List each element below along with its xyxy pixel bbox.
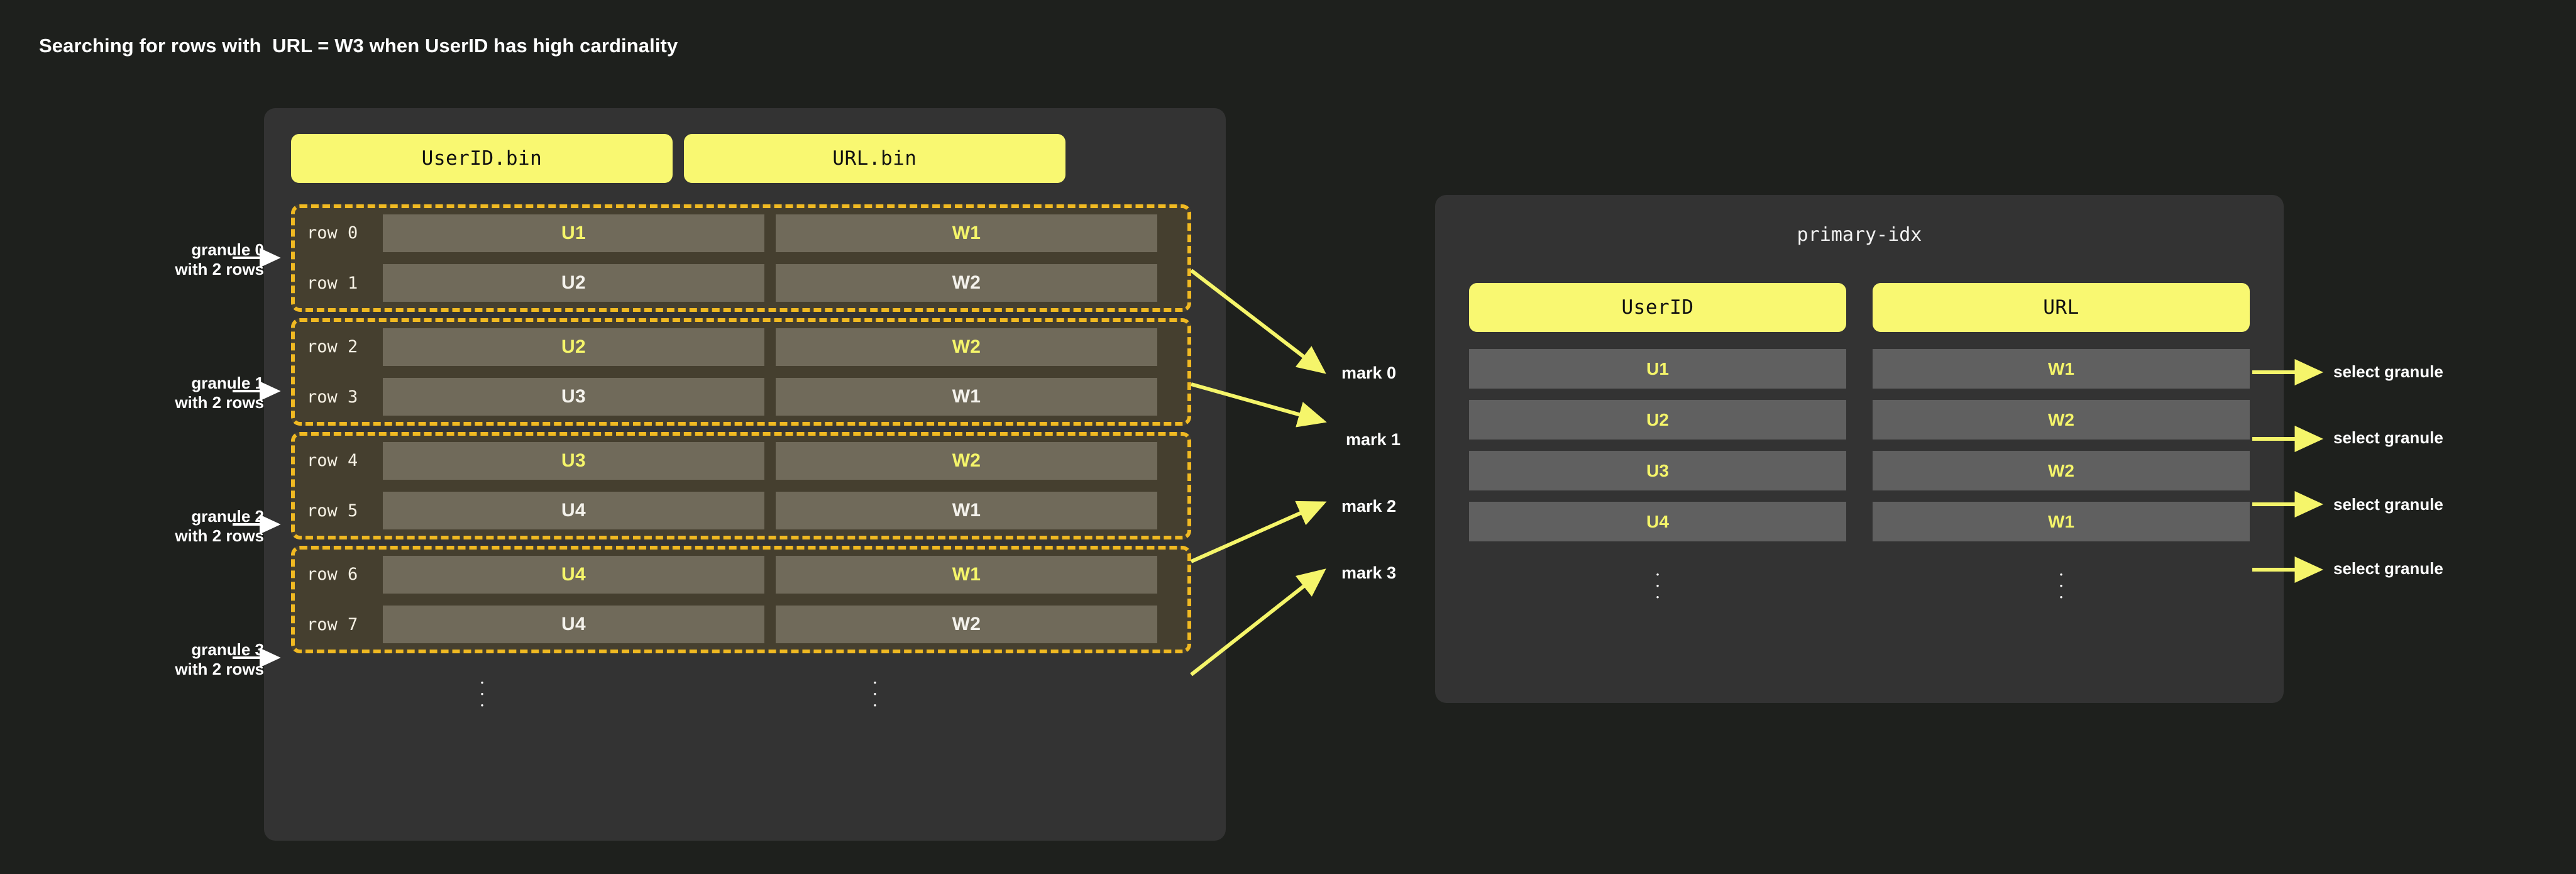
cell-url: W2 <box>776 264 1157 302</box>
mark-label-1: mark 1 <box>1346 430 1401 449</box>
granule-note-title: granule 1 <box>191 373 264 392</box>
userid-column-ellipsis: ••• <box>480 678 484 710</box>
idx-column-header-userid: UserID <box>1469 283 1846 332</box>
idx-userid-ellipsis: ••• <box>1656 570 1660 602</box>
cell-url: W2 <box>776 441 1157 480</box>
granule-note-0: granule 0 with 2 rows <box>88 240 264 279</box>
idx-row-0[interactable]: U1 W1 <box>1469 349 2250 389</box>
url-column-ellipsis: ••• <box>873 678 877 710</box>
cell-url: W2 <box>776 606 1157 644</box>
idx-url-ellipsis: ••• <box>2059 570 2063 602</box>
granule-box-0[interactable]: row 0 U1 W1 row 1 U2 W2 <box>291 204 1191 312</box>
idx-cell-url: W2 <box>1873 451 2250 490</box>
row-label: row 2 <box>307 337 358 357</box>
idx-row-2[interactable]: U3 W2 <box>1469 451 2250 490</box>
row-label: row 6 <box>307 565 358 585</box>
select-granule-label-3: select granule <box>2333 559 2443 578</box>
idx-cell-userid: U3 <box>1469 451 1846 490</box>
granule-note-sub: with 2 rows <box>175 526 264 545</box>
select-granule-label-2: select granule <box>2333 495 2443 514</box>
row-label: row 5 <box>307 501 358 521</box>
mark-label-3: mark 3 <box>1341 563 1397 582</box>
granule-note-sub: with 2 rows <box>175 660 264 678</box>
granule-box-2[interactable]: row 4 U3 W2 row 5 U4 W1 <box>291 432 1191 539</box>
idx-cell-userid: U1 <box>1469 349 1846 389</box>
column-header-url-bin: URL.bin <box>684 134 1065 183</box>
row-label: row 7 <box>307 614 358 634</box>
cell-userid: U4 <box>383 606 764 644</box>
cell-url: W1 <box>776 214 1157 252</box>
cell-userid: U2 <box>383 328 764 366</box>
row-label: row 1 <box>307 273 358 293</box>
row-label: row 3 <box>307 387 358 407</box>
parts-panel: UserID.bin URL.bin row 0 U1 W1 row 1 U2 … <box>264 108 1226 841</box>
mark-label-0: mark 0 <box>1341 363 1397 382</box>
granule-note-1: granule 1 with 2 rows <box>88 373 264 412</box>
page-title: Searching for rows with URL = W3 when Us… <box>39 35 678 57</box>
idx-cell-url: W1 <box>1873 349 2250 389</box>
mark-label-2: mark 2 <box>1341 497 1397 516</box>
column-header-userid-bin: UserID.bin <box>291 134 673 183</box>
cell-userid: U3 <box>383 378 764 416</box>
granule-box-3[interactable]: row 6 U4 W1 row 7 U4 W2 <box>291 546 1191 653</box>
cell-url: W1 <box>776 378 1157 416</box>
cell-url: W2 <box>776 328 1157 366</box>
cell-url: W1 <box>776 492 1157 530</box>
row-label: row 4 <box>307 451 358 471</box>
cell-userid: U4 <box>383 555 764 594</box>
granule-note-3: granule 3 with 2 rows <box>88 640 264 679</box>
cell-userid: U4 <box>383 492 764 530</box>
granule-note-sub: with 2 rows <box>175 260 264 279</box>
idx-cell-url: W2 <box>1873 400 2250 440</box>
select-granule-label-0: select granule <box>2333 362 2443 381</box>
idx-column-header-url: URL <box>1873 283 2250 332</box>
cell-url: W1 <box>776 555 1157 594</box>
idx-row-1[interactable]: U2 W2 <box>1469 400 2250 440</box>
primary-idx-title: primary-idx <box>1797 224 1922 246</box>
granule-box-1[interactable]: row 2 U2 W2 row 3 U3 W1 <box>291 318 1191 426</box>
granule-note-title: granule 2 <box>191 507 264 526</box>
idx-cell-userid: U4 <box>1469 502 1846 541</box>
idx-cell-url: W1 <box>1873 502 2250 541</box>
granule-note-2: granule 2 with 2 rows <box>88 507 264 546</box>
granule-note-sub: with 2 rows <box>175 393 264 412</box>
idx-row-3[interactable]: U4 W1 <box>1469 502 2250 541</box>
select-granule-label-1: select granule <box>2333 428 2443 447</box>
row-label: row 0 <box>307 223 358 243</box>
granule-note-title: granule 0 <box>191 240 264 259</box>
primary-index-panel: primary-idx UserID URL U1 W1 U2 W2 U3 W2… <box>1435 195 2284 703</box>
granule-note-title: granule 3 <box>191 640 264 659</box>
idx-cell-userid: U2 <box>1469 400 1846 440</box>
cell-userid: U1 <box>383 214 764 252</box>
cell-userid: U2 <box>383 264 764 302</box>
cell-userid: U3 <box>383 441 764 480</box>
